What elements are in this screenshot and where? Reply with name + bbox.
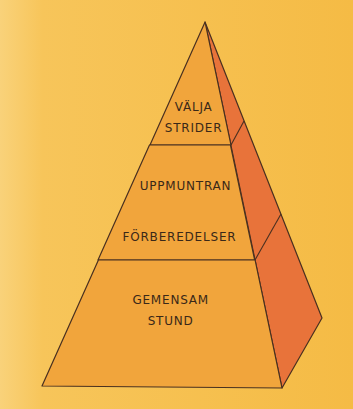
band-label: VÄLJA STRIDER <box>160 97 228 139</box>
band-shape <box>98 145 255 260</box>
band-text-holder: FÖRBEREDELSER <box>109 227 249 248</box>
pyramid-band: UPPMUNTRAN FÖRBEREDELSER <box>98 145 255 260</box>
pyramid-band: GEMENSAM STUND <box>42 260 282 388</box>
band-label: GEMENSAM STUND <box>116 290 226 332</box>
band-label: UPPMUNTRAN <box>116 176 256 197</box>
band-label: FÖRBEREDELSER <box>109 227 249 248</box>
band-text-holder: VÄLJA STRIDER <box>160 97 228 139</box>
band-shape <box>150 22 231 145</box>
side-band-line <box>255 214 281 260</box>
pyramid-band: VÄLJA STRIDER <box>150 22 231 145</box>
band-shape <box>42 260 282 388</box>
band-text-holder: GEMENSAM STUND <box>116 290 226 332</box>
side-band-line <box>231 121 244 145</box>
band-text-holder: UPPMUNTRAN <box>116 176 256 197</box>
